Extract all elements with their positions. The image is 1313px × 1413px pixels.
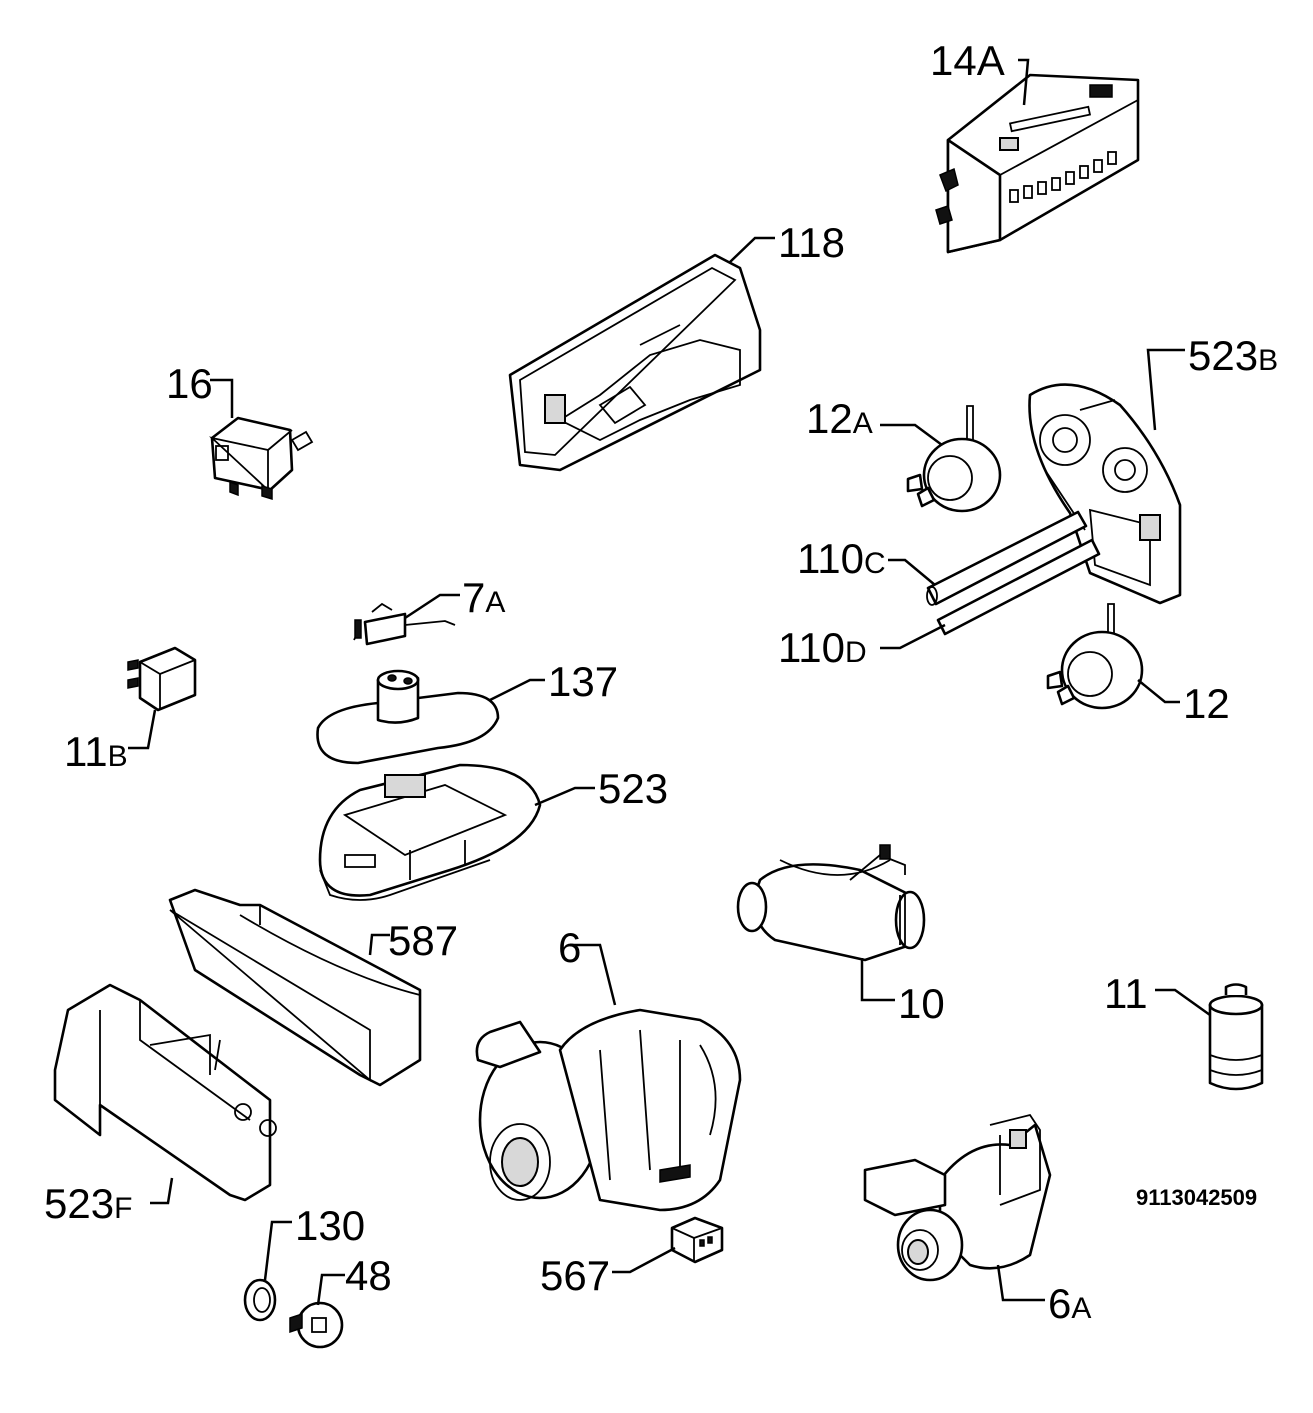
label-523: 523 [598, 765, 668, 812]
label-16: 16 [166, 360, 213, 407]
label-137: 137 [548, 658, 618, 705]
diagram-code: 9113042509 [1136, 1185, 1257, 1210]
part-11b-relay [127, 646, 197, 712]
part-130-seal-ring [243, 1278, 277, 1322]
part-6-circulation-pump [475, 1008, 742, 1212]
label-110d-suffix: D [845, 636, 867, 669]
label-118: 118 [778, 219, 845, 266]
label-110c: 110C [797, 535, 886, 582]
label-110c-suffix: C [864, 547, 886, 580]
part-11-capacitor [1208, 983, 1264, 1091]
part-12-pressure-switch [1046, 603, 1144, 710]
part-6a-drain-pump [863, 1113, 1052, 1282]
label-48: 48 [345, 1252, 392, 1299]
label-7a-number: 7 [462, 574, 485, 621]
part-118-detergent-dispenser [508, 253, 762, 472]
label-110c-number: 110 [797, 535, 864, 582]
part-10-heater [736, 844, 926, 962]
label-523b: 523B [1188, 332, 1278, 379]
part-7a-micro-switch [353, 602, 456, 646]
label-587: 587 [388, 917, 458, 964]
label-7a: 7A [462, 574, 505, 621]
label-6a-suffix: A [1071, 1292, 1091, 1325]
label-12: 12 [1183, 680, 1230, 727]
label-6: 6 [558, 924, 581, 971]
label-523b-suffix: B [1258, 344, 1278, 377]
label-12a-suffix: A [853, 407, 873, 440]
label-11b: 11B [64, 728, 128, 775]
label-523f: 523F [44, 1180, 132, 1227]
label-14a: 14A [930, 37, 1005, 84]
label-110d-number: 110 [778, 624, 845, 671]
part-12a-pressure-switch [906, 405, 1002, 513]
label-12a-number: 12 [806, 395, 853, 442]
label-10: 10 [898, 980, 945, 1027]
part-14a-control-module [935, 73, 1140, 254]
label-11: 11 [1104, 970, 1148, 1017]
label-11b-suffix: B [108, 740, 128, 773]
label-130: 130 [295, 1202, 365, 1249]
part-587-duct [168, 888, 422, 1087]
part-523f-housing [53, 983, 277, 1202]
part-110c-hose [926, 510, 1088, 606]
part-110d-hose [936, 538, 1101, 636]
part-523-sump-cover [318, 763, 542, 901]
part-523b-bracket [1028, 383, 1182, 605]
part-137-float [316, 669, 500, 765]
label-523f-number: 523 [44, 1180, 114, 1227]
label-7a-suffix: A [485, 586, 505, 619]
part-567-connector [670, 1216, 724, 1264]
label-6a: 6A [1048, 1280, 1091, 1327]
label-11b-number: 11 [64, 728, 108, 775]
label-523b-number: 523 [1188, 332, 1258, 379]
part-16-switch [208, 416, 314, 501]
label-567: 567 [540, 1252, 610, 1299]
label-110d: 110D [778, 624, 867, 671]
label-12a: 12A [806, 395, 873, 442]
label-6a-number: 6 [1048, 1280, 1071, 1327]
part-48-plug [289, 1301, 344, 1349]
label-523f-suffix: F [114, 1192, 132, 1225]
